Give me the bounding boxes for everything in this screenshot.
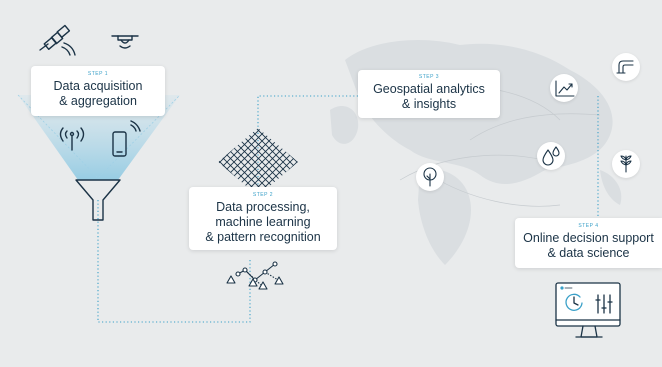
step4-title-line2: & data science <box>547 246 630 260</box>
step1-card: STEP 1 Data acquisition & aggregation <box>31 66 165 116</box>
mesh-line <box>229 128 298 196</box>
mesh-line <box>218 128 298 196</box>
wheat-icon <box>620 155 632 173</box>
step2-title-line2: machine learning <box>215 215 311 229</box>
step4-card: STEP 4 Online decision support & data sc… <box>515 218 662 268</box>
step4-label: STEP 4 <box>578 223 599 229</box>
mesh-line <box>236 128 298 196</box>
step4-title-line1: Online decision support <box>523 231 654 245</box>
pipe-icon <box>616 60 634 74</box>
step2-card: STEP 2 Data processing, machine learning… <box>189 187 337 250</box>
net-mesh-icon <box>218 128 298 196</box>
tree-icon <box>423 167 437 187</box>
trend-chart-icon-bubble <box>550 74 578 102</box>
step3-label: STEP 3 <box>418 74 440 80</box>
mesh-line <box>222 128 298 196</box>
water-drop-icon-bubble <box>537 142 565 170</box>
connector-step1-step2 <box>97 200 251 323</box>
pipe-icon-bubble <box>612 53 640 81</box>
radio-tower-icon <box>59 127 85 151</box>
mesh-line <box>218 128 298 196</box>
step2-title-line1: Data processing, <box>216 200 310 214</box>
mesh-line <box>218 128 298 196</box>
mesh-line <box>218 128 288 196</box>
drone-icon <box>111 35 139 49</box>
water-drop-icon <box>542 146 560 166</box>
mesh-line <box>218 128 298 196</box>
step3-title-line1: Geospatial analytics <box>373 82 485 96</box>
step1-title-line1: Data acquisition <box>53 79 143 93</box>
step3-title-line2: & insights <box>401 97 457 111</box>
step2-label: STEP 2 <box>252 192 274 198</box>
mesh-line <box>218 128 298 196</box>
funnel-icon <box>75 179 121 221</box>
trend-chart-icon <box>555 80 575 97</box>
mesh-line <box>218 128 295 196</box>
network-graph-icon <box>226 261 284 290</box>
step2-title-line3: & pattern recognition <box>205 230 321 244</box>
smartphone-icon <box>112 120 141 157</box>
mesh-line <box>218 128 281 196</box>
step1-label: STEP 1 <box>87 71 109 77</box>
satellite-icon <box>39 24 76 56</box>
step1-title-line2: & aggregation <box>59 94 137 108</box>
step3-card: STEP 3 Geospatial analytics & insights <box>358 70 500 118</box>
mesh-line <box>218 128 298 196</box>
